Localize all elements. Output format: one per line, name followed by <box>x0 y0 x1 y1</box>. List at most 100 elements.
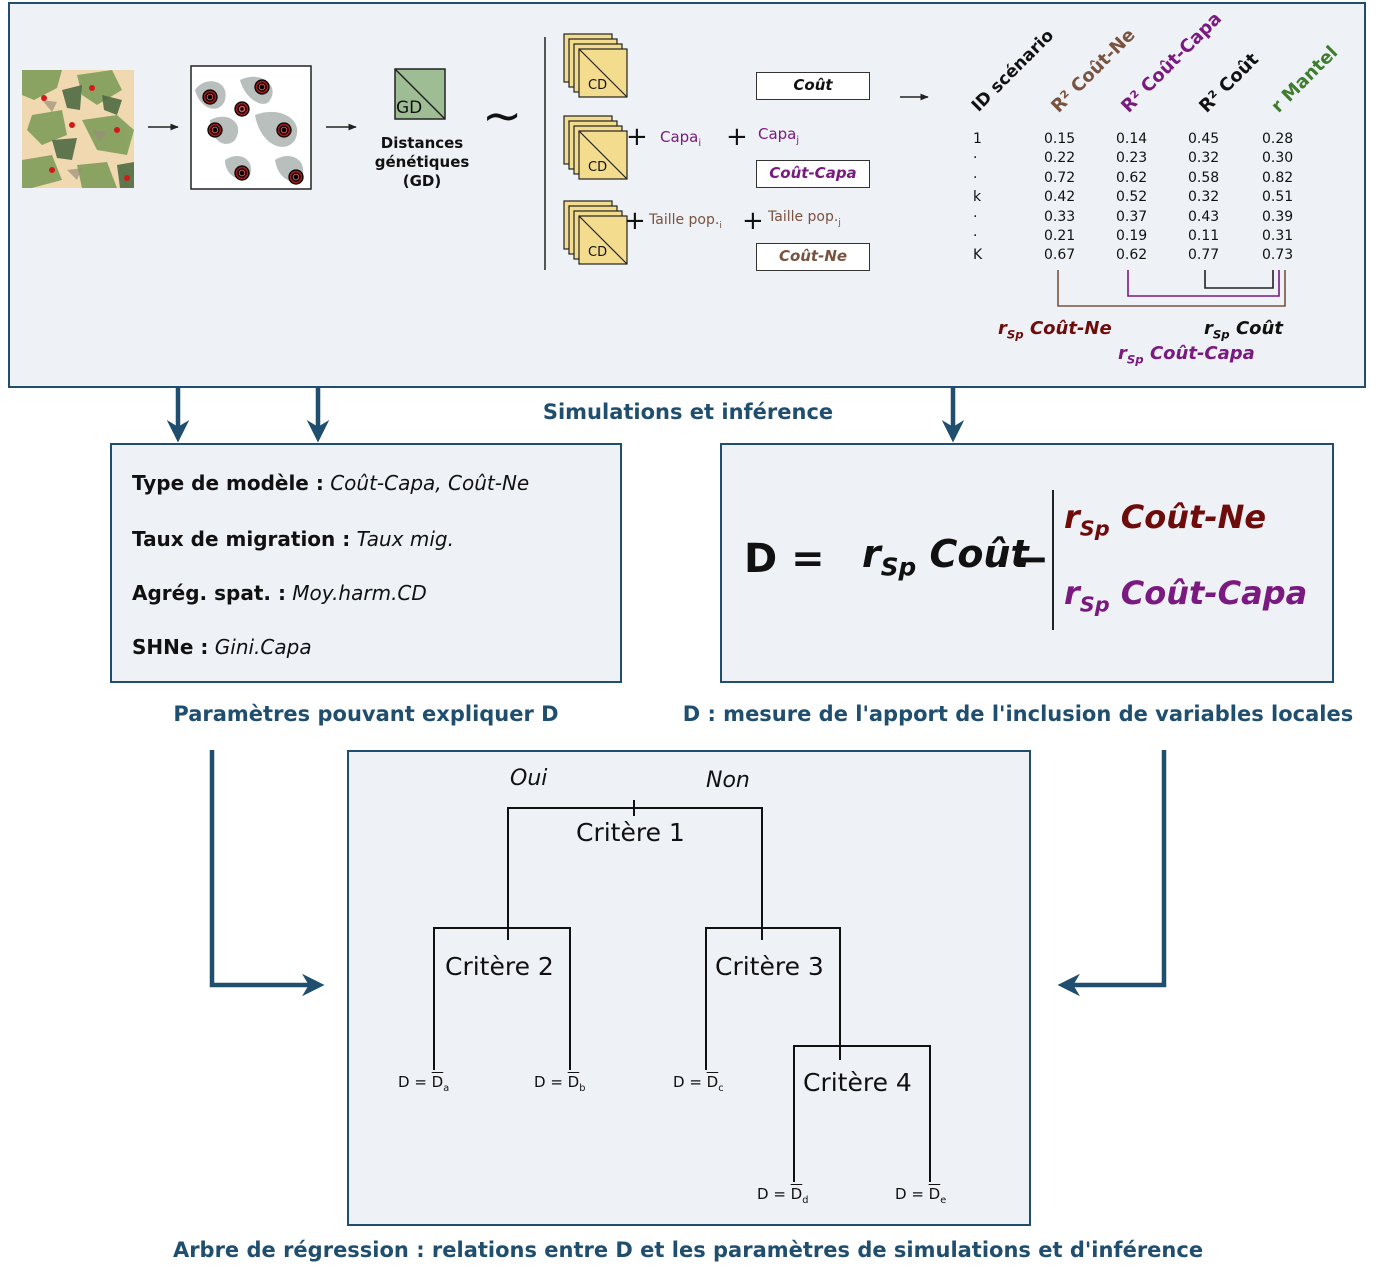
capa-i-label: Capai <box>660 128 701 149</box>
rsp-symbol: r <box>1118 343 1127 364</box>
leaf-sub: c <box>718 1083 724 1094</box>
rsp-cout-ne-label: rSp Coût-Ne <box>998 318 1112 342</box>
param-value: Coût-Capa, Coût-Ne <box>330 471 530 495</box>
formula-cout-capa: Coût-Capa <box>1120 574 1308 612</box>
formula-panel <box>720 443 1334 683</box>
tree-leaf-b: D = Db <box>534 1073 585 1094</box>
distances-line-1: Distances <box>380 134 464 152</box>
small-arrows <box>148 37 929 270</box>
table-cell: 0.82 <box>1262 169 1294 186</box>
table-cell: 0.51 <box>1262 189 1294 206</box>
formula-sub: Sp <box>1079 592 1110 617</box>
cd-stack-2-icon <box>563 115 628 180</box>
table-cell: 0.28 <box>1262 131 1294 147</box>
table-cell: · <box>973 169 978 186</box>
leaf-prefix: D = <box>534 1073 568 1091</box>
table-cell: 0.62 <box>1116 169 1148 186</box>
leaf-sub: a <box>443 1083 450 1094</box>
table-cell: 0.52 <box>1116 189 1148 206</box>
formula-r: r <box>1064 498 1080 536</box>
leaf-sub: d <box>802 1195 809 1206</box>
distances-label: Distances génétiques (GD) <box>362 134 482 191</box>
regression-tree-panel <box>347 750 1031 1226</box>
table-cell: 0.77 <box>1188 247 1220 264</box>
table-cell: 0.30 <box>1262 150 1294 167</box>
table-cell: 0.31 <box>1262 227 1294 244</box>
formula-sub: Sp <box>880 552 917 582</box>
tree-leaf-e: D = De <box>895 1185 946 1206</box>
table-cell: 0.32 <box>1188 189 1220 206</box>
formula-minus: − <box>1014 534 1050 583</box>
caption-regression-tree: Arbre de régression : relations entre D … <box>172 1238 1204 1262</box>
tree-node-critere-4: Critère 4 <box>800 1068 915 1097</box>
leaf-d: D <box>790 1185 803 1203</box>
tilde-symbol: ∼ <box>482 88 523 144</box>
rsp-cout-capa-text: Coût-Capa <box>1149 343 1255 364</box>
param-key: SHNe : <box>132 635 209 659</box>
capa-j-label: Capaj <box>758 125 799 146</box>
table-cell: 0.33 <box>1044 208 1076 225</box>
table-col-r2-cout: 0.45 0.32 0.58 0.32 0.43 0.11 0.77 <box>1188 130 1219 266</box>
model-cout-ne-box: Coût-Ne <box>756 243 870 271</box>
rsp-cout-capa-label: rSp Coût-Capa <box>1118 343 1255 367</box>
param-line-shne: SHNe : Gini.Capa <box>132 635 312 659</box>
caption-parameters: Paramètres pouvant expliquer D <box>173 702 559 726</box>
table-cell: 0.19 <box>1116 227 1148 244</box>
plus-1: + <box>626 122 648 152</box>
cd-stack-3-icon <box>563 200 628 265</box>
leaf-prefix: D = <box>895 1185 929 1203</box>
rsp-subscript: Sp <box>1212 327 1230 342</box>
gd-matrix-icon <box>394 68 446 120</box>
leaf-d: D <box>928 1185 941 1203</box>
formula-d-equals: D = <box>744 536 825 582</box>
table-cell: K <box>973 247 983 264</box>
capa-i-subscript: i <box>698 138 702 149</box>
table-cell: 0.14 <box>1116 131 1148 147</box>
table-cell: 0.72 <box>1044 169 1076 186</box>
table-col-r2-cout-capa: 0.14 0.23 0.62 0.52 0.37 0.19 0.62 <box>1116 130 1147 266</box>
table-cell: 0.39 <box>1262 208 1294 225</box>
model-cout-capa-box: Coût-Capa <box>756 160 870 188</box>
cd-stack-1-icon <box>563 33 628 98</box>
table-col-r2-cout-ne: 0.15 0.22 0.72 0.42 0.33 0.21 0.67 <box>1044 130 1075 266</box>
leaf-prefix: D = <box>757 1185 791 1203</box>
table-cell: 0.42 <box>1044 189 1076 206</box>
formula-cout-ne: Coût-Ne <box>1120 498 1267 536</box>
rsp-cout-ne-text: Coût-Ne <box>1029 318 1112 339</box>
leaf-d: D <box>567 1073 580 1091</box>
plus-2: + <box>726 122 748 152</box>
distances-line-2: génétiques <box>374 153 470 171</box>
leaf-sub: b <box>579 1083 586 1094</box>
caption-simulations: Simulations et inférence <box>542 400 834 424</box>
param-key: Agrég. spat. : <box>132 581 286 605</box>
table-cell: k <box>973 189 982 206</box>
param-value: Taux mig. <box>356 527 454 551</box>
table-cell: 0.45 <box>1188 131 1220 147</box>
rsp-symbol: r <box>998 318 1007 339</box>
formula-r: r <box>862 532 881 576</box>
table-cell: 0.67 <box>1044 247 1076 264</box>
taille-j-subscript: j <box>838 217 841 228</box>
arrow-formula-to-tree <box>1057 750 1167 997</box>
table-cell: · <box>973 150 978 167</box>
table-col-r-mantel: 0.28 0.30 0.82 0.51 0.39 0.31 0.73 <box>1262 130 1293 266</box>
param-value: Moy.harm.CD <box>292 581 427 605</box>
correlation-brackets <box>1057 270 1286 307</box>
param-value: Gini.Capa <box>214 635 312 659</box>
table-cell: 0.73 <box>1262 247 1294 264</box>
formula-rsp-cout-capa: rSp Coût-Capa <box>1064 574 1307 616</box>
rsp-subscript: Sp <box>1126 352 1144 367</box>
cd-label-1: CD <box>588 78 608 93</box>
distances-line-3: (GD) <box>402 172 442 190</box>
taille-i-text: Taille pop. <box>649 212 720 228</box>
leaf-prefix: D = <box>398 1073 432 1091</box>
param-key: Taux de migration : <box>132 527 351 551</box>
capa-j-text: Capa <box>758 125 797 143</box>
param-line-model-type: Type de modèle : Coût-Capa, Coût-Ne <box>132 471 529 495</box>
plus-3: + <box>624 206 646 236</box>
leaf-d: D <box>431 1073 444 1091</box>
capa-j-subscript: j <box>796 135 800 146</box>
leaf-sub: e <box>940 1195 947 1206</box>
param-key: Type de modèle : <box>132 471 324 495</box>
tree-node-critere-3: Critère 3 <box>712 952 827 981</box>
